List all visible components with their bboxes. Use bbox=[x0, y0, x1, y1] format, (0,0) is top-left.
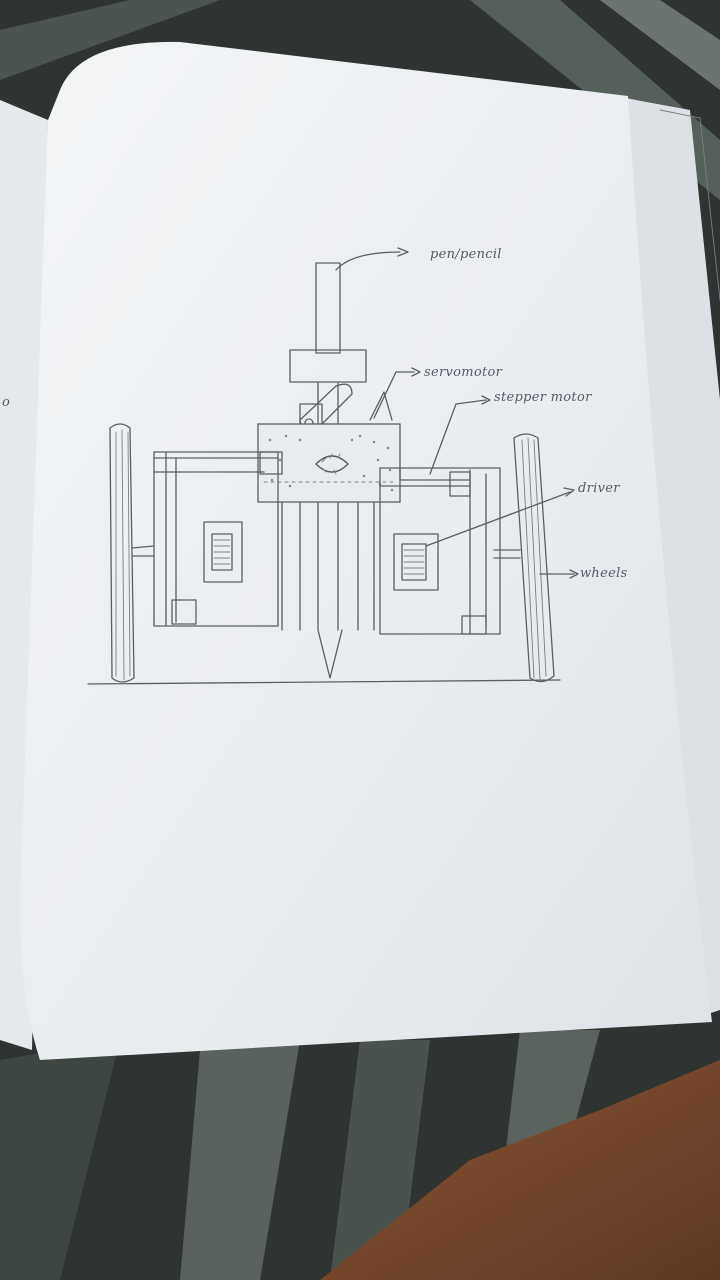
margin-mark: o bbox=[2, 395, 10, 410]
label-servomotor: servomotor bbox=[424, 365, 503, 380]
label-stepper-motor: stepper motor bbox=[494, 390, 592, 405]
label-wheels: wheels bbox=[580, 566, 628, 581]
main-page bbox=[20, 42, 712, 1060]
label-pen-pencil: pen/pencil bbox=[430, 247, 502, 262]
top-plate bbox=[258, 424, 400, 502]
label-driver: driver bbox=[578, 481, 620, 496]
